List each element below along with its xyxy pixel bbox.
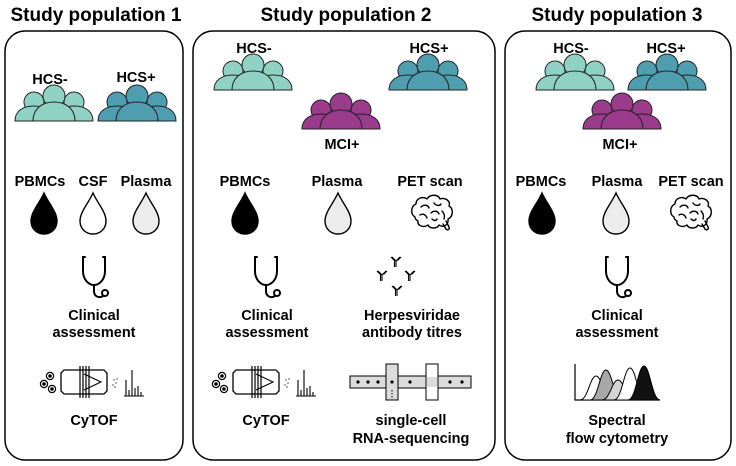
- hcs-plus-people-icon: [97, 84, 177, 122]
- pbmc-drop-icon: [528, 192, 556, 235]
- sample-label-pbmcs: PBMCs: [220, 174, 271, 190]
- method-label-line-1: Spectral: [588, 413, 645, 429]
- assessment-line-2: assessment: [575, 325, 658, 341]
- brain-icon: [670, 194, 712, 231]
- group-label-mci-plus: MCI+: [324, 137, 359, 153]
- brain-icon: [411, 194, 453, 231]
- sample-label-plasma: Plasma: [121, 174, 173, 190]
- group-label-hcs-plus: HCS+: [646, 41, 685, 57]
- flow-cytometry-histogram-icon: [574, 364, 661, 401]
- panel-study-population-1: Study population 1 HCS- HCS+ PBMCs CSF P…: [4, 5, 184, 461]
- hcs-minus-people-icon: [535, 53, 615, 91]
- method-label-line-1: single-cell: [376, 413, 447, 429]
- plasma-drop-icon: [602, 192, 630, 235]
- pbmc-drop-icon: [231, 192, 259, 235]
- panel-frame: [4, 30, 184, 461]
- mci-plus-people-icon: [301, 92, 381, 130]
- assessment-line-1: Clinical: [241, 308, 293, 324]
- panel-title: Study population 1: [11, 5, 182, 26]
- panel-frame: [192, 30, 496, 461]
- group-label-hcs-plus: HCS+: [116, 70, 155, 86]
- panel-study-population-2: Study population 2 HCS- HCS+ MCI+ PBMCs …: [192, 5, 496, 461]
- hcs-minus-people-icon: [14, 84, 94, 122]
- group-label-hcs-plus: HCS+: [409, 41, 448, 57]
- antibody-line-2: antibody titres: [362, 325, 462, 341]
- sample-label-pbmcs: PBMCs: [15, 174, 66, 190]
- plasma-drop-icon: [132, 192, 160, 235]
- group-label-hcs-minus: HCS-: [553, 41, 589, 57]
- pbmc-drop-icon: [30, 192, 58, 235]
- hcs-minus-people-icon: [213, 53, 293, 91]
- assessment-line-2: assessment: [52, 325, 135, 341]
- sample-label-pet-scan: PET scan: [397, 174, 462, 190]
- mci-plus-people-icon: [582, 92, 662, 130]
- panel-title: Study population 3: [532, 5, 703, 26]
- assessment-line-1: Clinical: [68, 308, 120, 324]
- method-label-cytof: CyTOF: [70, 413, 117, 429]
- group-label-mci-plus: MCI+: [602, 137, 637, 153]
- sample-label-csf: CSF: [79, 174, 108, 190]
- sample-label-plasma: Plasma: [592, 174, 644, 190]
- csf-drop-icon: [79, 192, 107, 235]
- method-label-cytof: CyTOF: [242, 413, 289, 429]
- hcs-plus-people-icon: [627, 53, 707, 91]
- group-label-hcs-minus: HCS-: [32, 72, 68, 88]
- plasma-drop-icon: [324, 192, 352, 235]
- method-label-line-2: RNA-sequencing: [353, 431, 470, 447]
- sample-label-pet-scan: PET scan: [658, 174, 723, 190]
- microfluidic-channel-icon: [349, 363, 472, 401]
- assessment-line-2: assessment: [225, 325, 308, 341]
- hcs-plus-people-icon: [388, 53, 468, 91]
- assessment-line-1: Clinical: [591, 308, 643, 324]
- group-label-hcs-minus: HCS-: [236, 41, 272, 57]
- cytof-instrument-icon: [212, 366, 316, 398]
- panel-frame: [504, 30, 732, 461]
- cytof-instrument-icon: [40, 366, 144, 398]
- method-label-line-2: flow cytometry: [566, 431, 668, 447]
- stethoscope-icon: [254, 256, 281, 299]
- antibody-icon: [376, 256, 416, 297]
- stethoscope-icon: [605, 256, 632, 299]
- sample-label-pbmcs: PBMCs: [516, 174, 567, 190]
- antibody-line-1: Herpesviridae: [364, 308, 460, 324]
- panel-title: Study population 2: [261, 5, 432, 26]
- stethoscope-icon: [82, 256, 109, 299]
- panel-study-population-3: Study population 3 HCS- HCS+ MCI+ PBMCs …: [504, 5, 732, 461]
- sample-label-plasma: Plasma: [312, 174, 364, 190]
